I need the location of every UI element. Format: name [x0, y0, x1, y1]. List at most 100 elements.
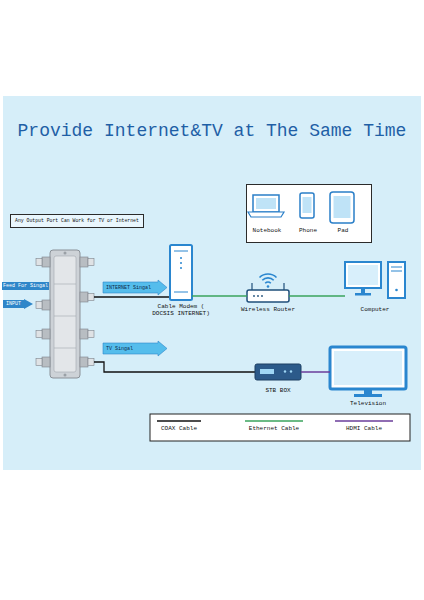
splitter-part	[42, 357, 50, 367]
note-box: Any Output Port Can Work for TV or Inter…	[10, 214, 144, 228]
device-icons-part	[334, 196, 351, 218]
diagram-title: Provide Internet&TV at The Same Time	[0, 121, 424, 143]
computer-icon-part	[395, 289, 398, 292]
wireless-router-icon-part	[257, 295, 259, 297]
splitter-part	[54, 316, 76, 317]
device-icons-part	[300, 193, 314, 218]
node-label: Notebook	[253, 227, 282, 234]
splitter-part	[80, 257, 88, 267]
wireless-router-icon-part	[267, 285, 270, 288]
node-label: Wireless Router	[241, 306, 295, 313]
splitter-part	[54, 348, 76, 349]
wireless-router-icon-part	[283, 283, 284, 290]
device-icons-part	[253, 195, 279, 212]
ethernet-cable	[192, 295, 247, 297]
stb-box-icon	[255, 364, 301, 380]
cable-modem-icon-part	[174, 251, 188, 252]
tv-signal-arrow	[103, 341, 167, 356]
legend-frame-part	[150, 414, 410, 441]
wireless-router-icon-part	[260, 274, 277, 278]
computer-icon-part	[348, 265, 378, 285]
wireless-router-icon-part	[265, 282, 271, 283]
splitter-part	[88, 294, 94, 301]
ethernet-sample	[245, 420, 303, 422]
television-icon-part	[334, 351, 402, 385]
node-label: Pad	[338, 227, 349, 234]
splitter-part	[36, 302, 42, 309]
node-label: Cable Modem ( DOCSIS INTERNET)	[149, 303, 213, 317]
node-label: Television	[350, 400, 386, 407]
wireless-router-icon-part	[261, 295, 263, 297]
hdmi-cable	[301, 371, 330, 373]
stb-box-icon-part	[290, 370, 292, 372]
computer-icon-part	[391, 267, 402, 268]
coax-cable	[94, 362, 255, 372]
computer-icon-part	[355, 293, 371, 296]
splitter-part	[42, 257, 50, 267]
stb-box-icon-part	[260, 369, 274, 374]
splitter-part	[80, 292, 88, 302]
device-icons-part	[330, 192, 354, 223]
ethernet-cable	[289, 295, 345, 297]
device-icons-part	[248, 212, 284, 217]
computer-icon-part	[388, 262, 405, 298]
cable-modem-icon-part	[180, 267, 182, 269]
cable-modem-icon-part	[170, 245, 192, 300]
splitter-part	[36, 359, 42, 366]
legend-text: Ethernet Cable	[249, 425, 299, 432]
device-icons-part	[246, 184, 372, 243]
cable-modem-icon-part	[174, 292, 188, 293]
hdmi-sample	[335, 420, 393, 422]
device-icons-part	[303, 197, 312, 213]
wireless-router-icon-part	[262, 278, 273, 280]
splitter-part	[54, 284, 76, 285]
splitter-part	[88, 259, 94, 266]
splitter-part	[64, 252, 67, 255]
node-label: Phone	[299, 227, 317, 234]
splitter-part	[42, 329, 50, 339]
stb-box-icon-part	[284, 370, 286, 372]
splitter	[36, 250, 94, 378]
television: Television	[330, 347, 406, 397]
computer: Computer	[345, 262, 405, 298]
feed-label: Feed For Singal	[2, 282, 49, 290]
input-arrow-head	[24, 299, 33, 309]
legend-text: HDMI Cable	[346, 425, 382, 432]
television-icon	[330, 347, 406, 397]
splitter-part	[42, 300, 50, 310]
signal-label: TV Singal	[106, 346, 133, 352]
wireless-router-icon-part	[247, 290, 289, 302]
splitter-part	[88, 359, 94, 366]
computer-icon-part	[391, 271, 402, 272]
coax-cable	[94, 296, 170, 297]
splitter-part	[36, 331, 42, 338]
wireless-router-icon	[247, 274, 289, 302]
splitter-part	[54, 256, 76, 372]
stb-box-icon-part	[255, 364, 301, 380]
coax-sample	[157, 420, 201, 422]
computer-icon-part	[361, 288, 365, 293]
node-label: STB BOX	[265, 387, 290, 394]
cable-modem: Cable Modem ( DOCSIS INTERNET)	[170, 245, 192, 300]
computer-icon	[345, 262, 405, 298]
node-label: Computer	[361, 306, 390, 313]
background-panel	[3, 96, 421, 470]
splitter-part	[80, 329, 88, 339]
cable-modem-icon	[170, 245, 192, 300]
television-icon-part	[354, 394, 382, 397]
splitter-part	[50, 250, 80, 378]
computer-icon-part	[345, 262, 381, 288]
device-icons-part	[256, 198, 276, 209]
wireless-router-icon-part	[253, 295, 255, 297]
splitter-part	[64, 374, 67, 377]
device-group-box: Notebook Phone Pad	[246, 184, 372, 243]
legend-frame	[150, 414, 410, 441]
splitter-part	[36, 259, 42, 266]
television-icon-part	[364, 389, 372, 394]
cable-modem-icon-part	[180, 257, 182, 259]
cable-modem-icon-part	[180, 262, 182, 264]
wireless-router-icon-part	[251, 283, 252, 290]
